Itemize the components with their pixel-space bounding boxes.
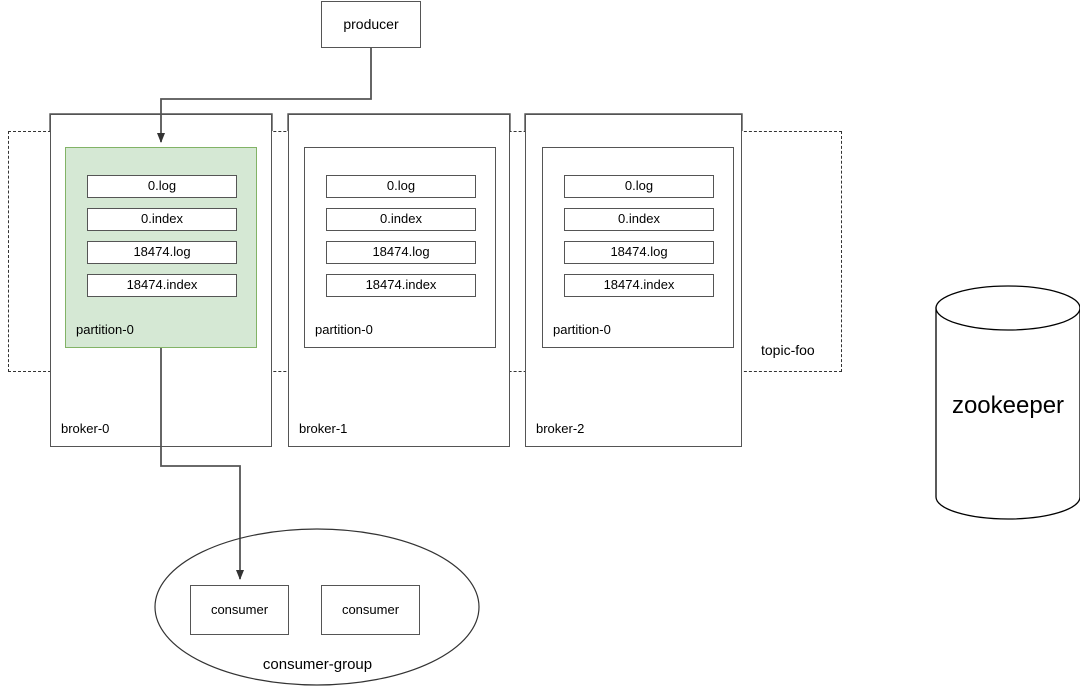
partition-0-label: partition-0 (76, 322, 134, 337)
partition-0-label: partition-0 (553, 322, 611, 337)
broker-2-label: broker-2 (536, 421, 585, 436)
consumer-1[interactable]: consumer (190, 585, 289, 635)
segment-file-0-index[interactable]: 0.index (564, 208, 714, 231)
producer-to-partition-connector (157, 48, 372, 143)
producer-box[interactable]: producer (321, 1, 421, 48)
zookeeper-label: zookeeper (951, 392, 1065, 419)
partition-0-broker-1[interactable]: 0.log 0.index 18474.log 18474.index part… (304, 147, 496, 348)
segment-file-0-index[interactable]: 0.index (87, 208, 237, 231)
topic-label: topic-foo (761, 342, 815, 358)
segment-file-0-log[interactable]: 0.log (87, 175, 237, 198)
broker-1-label: broker-1 (299, 421, 348, 436)
segment-file-18474-log[interactable]: 18474.log (326, 241, 476, 264)
segment-file-18474-log[interactable]: 18474.log (87, 241, 237, 264)
segment-file-18474-index[interactable]: 18474.index (87, 274, 237, 297)
partition-to-consumer-connector (160, 348, 244, 580)
partition-0-broker-2[interactable]: 0.log 0.index 18474.log 18474.index part… (542, 147, 734, 348)
segment-file-0-log[interactable]: 0.log (326, 175, 476, 198)
segment-file-0-log[interactable]: 0.log (564, 175, 714, 198)
partition-0-label: partition-0 (315, 322, 373, 337)
partition-0-broker-0[interactable]: 0.log 0.index 18474.log 18474.index part… (65, 147, 257, 348)
consumer-group-ellipse[interactable] (154, 528, 480, 686)
segment-file-18474-index[interactable]: 18474.index (564, 274, 714, 297)
consumer-2[interactable]: consumer (321, 585, 420, 635)
segment-file-0-index[interactable]: 0.index (326, 208, 476, 231)
broker-0-label: broker-0 (61, 421, 110, 436)
segment-file-18474-index[interactable]: 18474.index (326, 274, 476, 297)
zookeeper-cylinder[interactable] (935, 285, 1080, 520)
consumer-group-label: consumer-group (262, 656, 373, 673)
segment-file-18474-log[interactable]: 18474.log (564, 241, 714, 264)
